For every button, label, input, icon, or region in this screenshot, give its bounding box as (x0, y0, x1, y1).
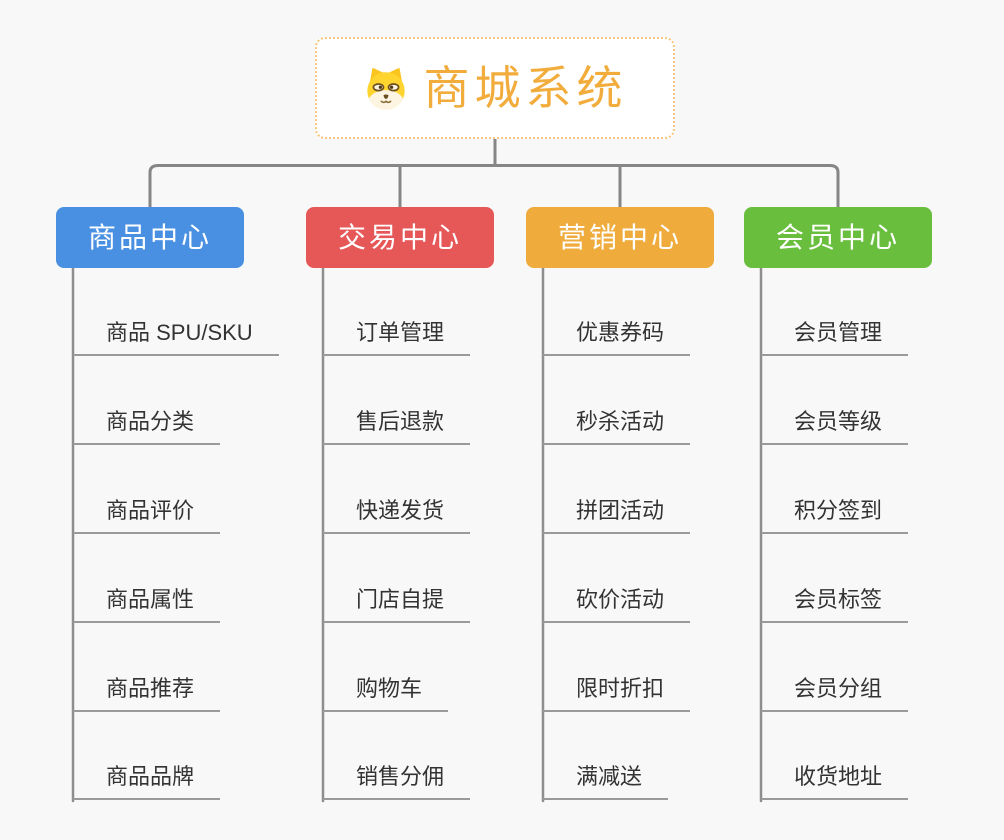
leaf-node[interactable]: 限时折扣 (543, 675, 691, 712)
leaf-node[interactable]: 商品 SPU/SKU (73, 319, 279, 356)
leaf-node[interactable]: 积分签到 (761, 497, 909, 534)
leaf-node[interactable]: 商品评价 (73, 497, 221, 534)
leaf-node[interactable]: 门店自提 (323, 586, 471, 623)
leaf-node[interactable]: 商品分类 (73, 408, 221, 445)
root-title: 商城系统 (423, 62, 628, 114)
branch-node-2[interactable]: 交易中心 (306, 207, 494, 268)
leaf-node[interactable]: 秒杀活动 (543, 408, 691, 445)
branch-label: 交易中心 (337, 221, 462, 253)
branch-node-3[interactable]: 营销中心 (526, 207, 714, 268)
leaf-node[interactable]: 砍价活动 (543, 586, 691, 623)
root-node[interactable]: 商城系统 (315, 37, 675, 139)
leaf-node[interactable]: 商品属性 (73, 586, 221, 623)
leaf-node[interactable]: 会员管理 (761, 319, 909, 356)
leaf-node[interactable]: 优惠券码 (543, 319, 691, 356)
leaf-node[interactable]: 商品推荐 (73, 675, 221, 712)
branch-node-1[interactable]: 商品中心 (56, 207, 244, 268)
leaf-node[interactable]: 拼团活动 (543, 497, 691, 534)
leaf-node[interactable]: 会员分组 (761, 675, 909, 712)
branch-label: 营销中心 (557, 221, 682, 253)
leaf-node[interactable]: 会员标签 (761, 586, 909, 623)
leaf-node[interactable]: 会员等级 (761, 408, 909, 445)
leaf-node[interactable]: 商品品牌 (73, 763, 221, 800)
dog-face-icon (363, 65, 409, 111)
leaf-node[interactable]: 售后退款 (323, 408, 471, 445)
leaf-node[interactable]: 满减送 (543, 763, 669, 800)
branch-label: 会员中心 (775, 221, 900, 253)
branch-label: 商品中心 (87, 221, 212, 253)
branch-node-4[interactable]: 会员中心 (744, 207, 932, 268)
leaf-node[interactable]: 收货地址 (761, 763, 909, 800)
leaf-node[interactable]: 订单管理 (323, 319, 471, 356)
leaf-node[interactable]: 快递发货 (323, 497, 471, 534)
leaf-node[interactable]: 销售分佣 (323, 763, 471, 800)
leaf-node[interactable]: 购物车 (323, 675, 449, 712)
